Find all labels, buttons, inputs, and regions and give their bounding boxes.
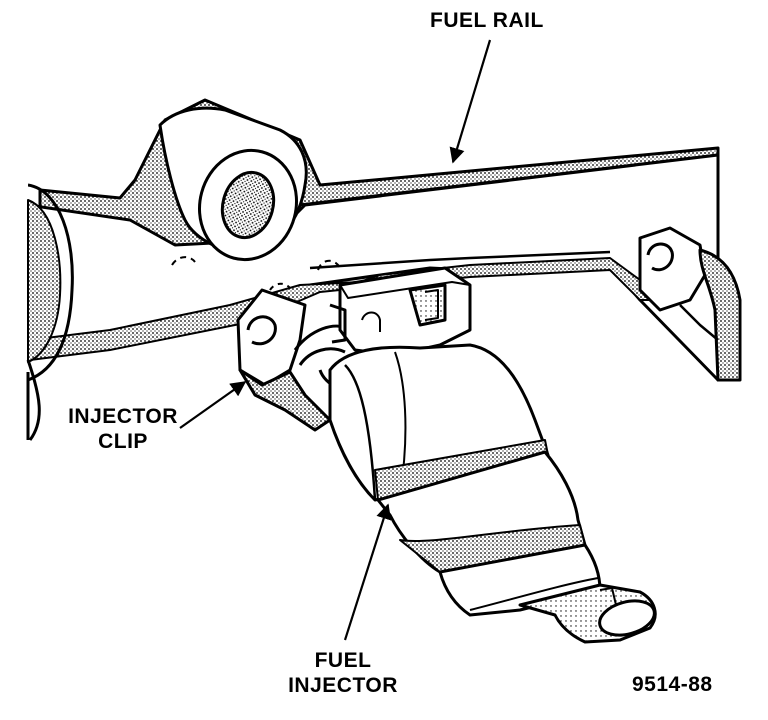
fuel-rail (10, 98, 720, 441)
second-injector-clip (638, 226, 742, 382)
fuel-injector-body (328, 343, 657, 644)
leader-lines (179, 39, 492, 641)
fuel-rail-label: FUEL RAIL (430, 9, 544, 32)
fuel-injector-leader (343, 503, 392, 641)
fuel-injector-label: FUEL INJECTOR (288, 649, 398, 697)
injector-clip-leader (179, 381, 247, 429)
fuel-rail-leader (449, 39, 492, 164)
injector-connector (329, 266, 472, 357)
injector-clip-shape (236, 288, 361, 432)
injector-clip-label: INJECTOR CLIP (68, 405, 178, 453)
figure-id-label: 9514-88 (632, 673, 713, 696)
